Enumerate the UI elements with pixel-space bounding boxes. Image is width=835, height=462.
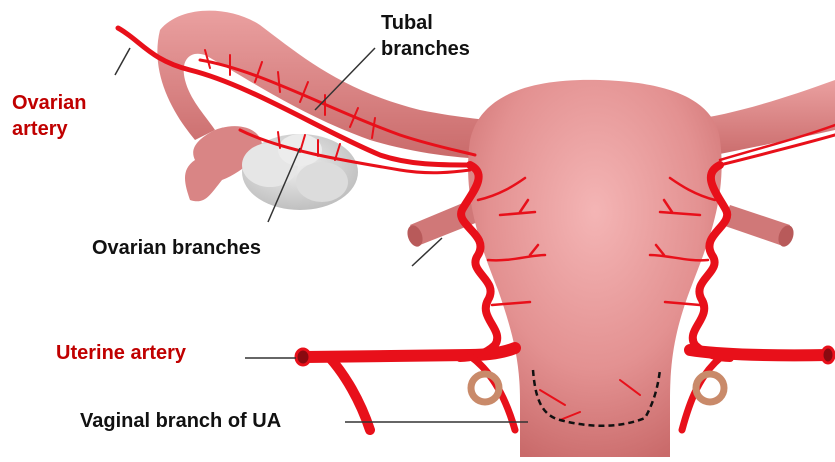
right-uterine-tube [690,80,835,160]
cervix-dashed-outline [531,369,662,427]
right-round-ligament [722,205,790,245]
ovarian-artery-vessels [115,25,477,175]
tubal-branches-label: Tubal branches [381,10,470,62]
fimbriae [185,126,263,202]
leader-lines [114,47,528,423]
uterus-body [468,79,722,458]
ovarian-branches-label: Ovarian branches [92,237,261,259]
vaginal-branch-label: Vaginal branch of UA [80,410,282,432]
left-ureter-ring [467,370,503,406]
right-ureter-ring [692,370,728,406]
uterine-artery-label: Uterine artery [56,342,187,364]
ovarian-artery-line2: artery [12,118,68,140]
tubal-label-line2: branches [381,38,470,60]
ovarian-artery-label: Ovarian artery [12,90,86,142]
ovary [242,134,358,210]
ovarian-artery-line1: Ovarian [12,92,87,114]
tubal-label-line1: Tubal [381,12,433,34]
